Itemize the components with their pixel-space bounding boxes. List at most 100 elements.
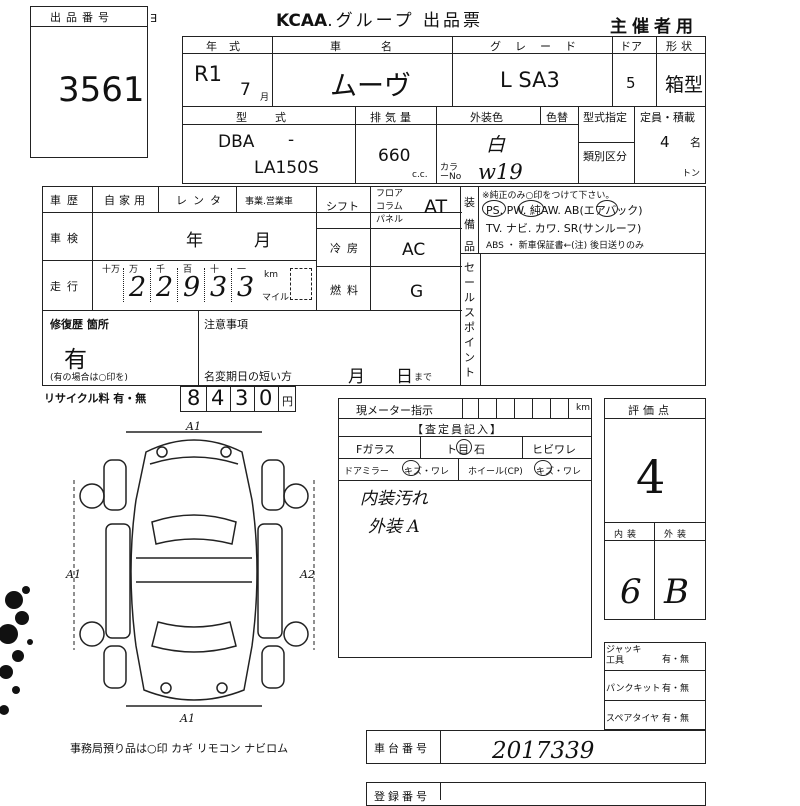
mileage-unit-label: 万 — [129, 265, 139, 275]
plate-change-day: 日 — [396, 367, 413, 387]
wheel-label: ホイール(CP) — [468, 467, 523, 477]
grade-label: グレード — [490, 40, 590, 53]
mile-checkbox[interactable] — [290, 268, 312, 300]
glass-crack: ヒビワレ — [532, 443, 576, 456]
jack-options: 有・無 — [662, 655, 690, 665]
plate-change-label: 名変期日の短い方 — [204, 370, 292, 383]
mileage-unit-label: 千 — [156, 265, 166, 275]
mileage-unit-label: 十 — [210, 265, 220, 275]
inspection-month: 月 — [254, 231, 271, 251]
equipment-row-2: TV. ナビ. カワ. SR(サンルーフ) — [486, 222, 642, 235]
mark-rear: A1 — [180, 712, 195, 725]
fuel-label: 燃料 — [330, 284, 364, 297]
frame-number-block — [366, 730, 706, 764]
capacity-label: 定員・積載 — [640, 111, 695, 124]
mileage-unit-label: 一 — [237, 265, 247, 275]
glass-label: Fガラス — [356, 443, 396, 456]
pw-circle — [518, 200, 544, 217]
glass-mark: 目 — [458, 443, 469, 456]
equipment-note: ※純正のみ○印をつけて下さい。 — [482, 191, 615, 201]
year-label: 年式 — [206, 40, 252, 53]
exterior-color-label: 外装色 — [470, 111, 503, 124]
recycle-digit: 3 — [235, 386, 249, 410]
mile-label: マイル — [262, 293, 290, 303]
registration-label: 登録番号 — [374, 790, 430, 803]
score-value: 4 — [636, 450, 666, 504]
meter-label: 現メーター指示 — [356, 404, 433, 417]
shape-label: 形状 — [666, 40, 696, 53]
equipment-row-3: ABS ・ 新車保証書←(注) 後日送りのみ — [486, 241, 645, 251]
score-block — [604, 398, 706, 620]
history-label: 車歴 — [50, 194, 84, 207]
designation-label: 型式指定 — [583, 111, 627, 124]
glass-mark-circle — [456, 439, 472, 455]
doors-label: ドア — [620, 40, 642, 53]
exterior-label: 外装 — [664, 530, 691, 540]
notes-label: 注意事項 — [204, 318, 248, 331]
vehicle-info-block — [182, 36, 706, 184]
month-value: 7 — [240, 80, 251, 100]
chassis-code: LA150S — [254, 158, 319, 178]
document-title: KCAA.グループ 出品票 — [276, 6, 483, 31]
interior-label: 内装 — [614, 530, 641, 540]
displacement-value: 660 — [378, 146, 411, 166]
inspector-title: 【査定員記入】 — [412, 423, 503, 436]
capacity-value: 4 — [660, 133, 670, 151]
ab-circle — [596, 200, 618, 217]
glass-stone: 石 — [474, 443, 485, 456]
km-label: km — [264, 270, 278, 280]
capacity-unit: 名 — [690, 136, 701, 149]
keys-note: 事務局預り品は○印 カギ リモコン ナビロム — [70, 742, 289, 755]
year-value: R1 — [194, 62, 222, 86]
frame-number-label: 車台番号 — [374, 742, 430, 755]
load-unit: トン — [682, 169, 701, 179]
sale-point-label: セールスポイント — [464, 261, 475, 379]
spare-options: 有・無 — [662, 714, 690, 724]
displacement-unit: c.c. — [412, 170, 428, 180]
glass-option-t: ト — [446, 443, 457, 456]
mileage-digit: 9 — [183, 272, 201, 303]
doors-value: 5 — [626, 74, 636, 92]
business-option: 事業.営業車 — [245, 197, 293, 207]
model-dash: - — [288, 130, 295, 150]
inspection-label: 車検 — [50, 232, 84, 245]
rental-option: レンタ — [176, 194, 227, 207]
repair-note: (有の場合は○印を) — [50, 373, 128, 383]
lot-number-label: 出品番号 — [50, 11, 114, 24]
model-code: DBA — [218, 132, 255, 152]
inspector-note-1: 内装汚れ — [360, 489, 428, 509]
recycle-fee-box — [180, 386, 296, 412]
shift-label: シフト — [326, 200, 359, 213]
spare-label: スペアタイヤ — [606, 714, 660, 724]
category-label: 類別区分 — [583, 150, 627, 163]
vehicle-name: ムーヴ — [330, 71, 411, 102]
color-no-label: カラーNo — [440, 163, 462, 182]
inspector-note-2: 外装 A — [368, 517, 420, 537]
scan-smudge — [0, 586, 33, 715]
mileage-digit: 3 — [210, 272, 228, 303]
column-option: コラム — [376, 202, 403, 212]
inspection-year: 年 — [186, 231, 203, 251]
mark-right: A2 — [300, 568, 315, 581]
recycle-digit: 4 — [211, 386, 225, 410]
inspector-block — [338, 398, 592, 658]
displacement-label: 排気量 — [370, 111, 415, 124]
panel-option: パネル — [376, 215, 404, 225]
ac-label: 冷房 — [330, 242, 364, 255]
ps-circle — [482, 200, 506, 217]
shift-value: AT — [424, 196, 448, 218]
ac-value: AC — [402, 240, 426, 260]
mileage-unit-label: 百 — [183, 265, 193, 275]
accessories-block — [604, 642, 706, 730]
puncture-label: パンクキット — [606, 684, 661, 694]
recycle-digit: 0 — [259, 386, 273, 410]
organizer-label: 主催者用 — [610, 17, 698, 37]
recycle-unit: 円 — [282, 395, 293, 408]
title-text: .グループ 出品票 — [327, 11, 483, 31]
recycle-digit: 8 — [187, 386, 201, 410]
fuel-value: G — [410, 282, 424, 302]
shape-value: 箱型 — [665, 74, 704, 96]
mirror-circle — [402, 460, 420, 476]
repair-value: 有 — [64, 347, 87, 373]
plate-change-month: 月 — [348, 367, 365, 387]
